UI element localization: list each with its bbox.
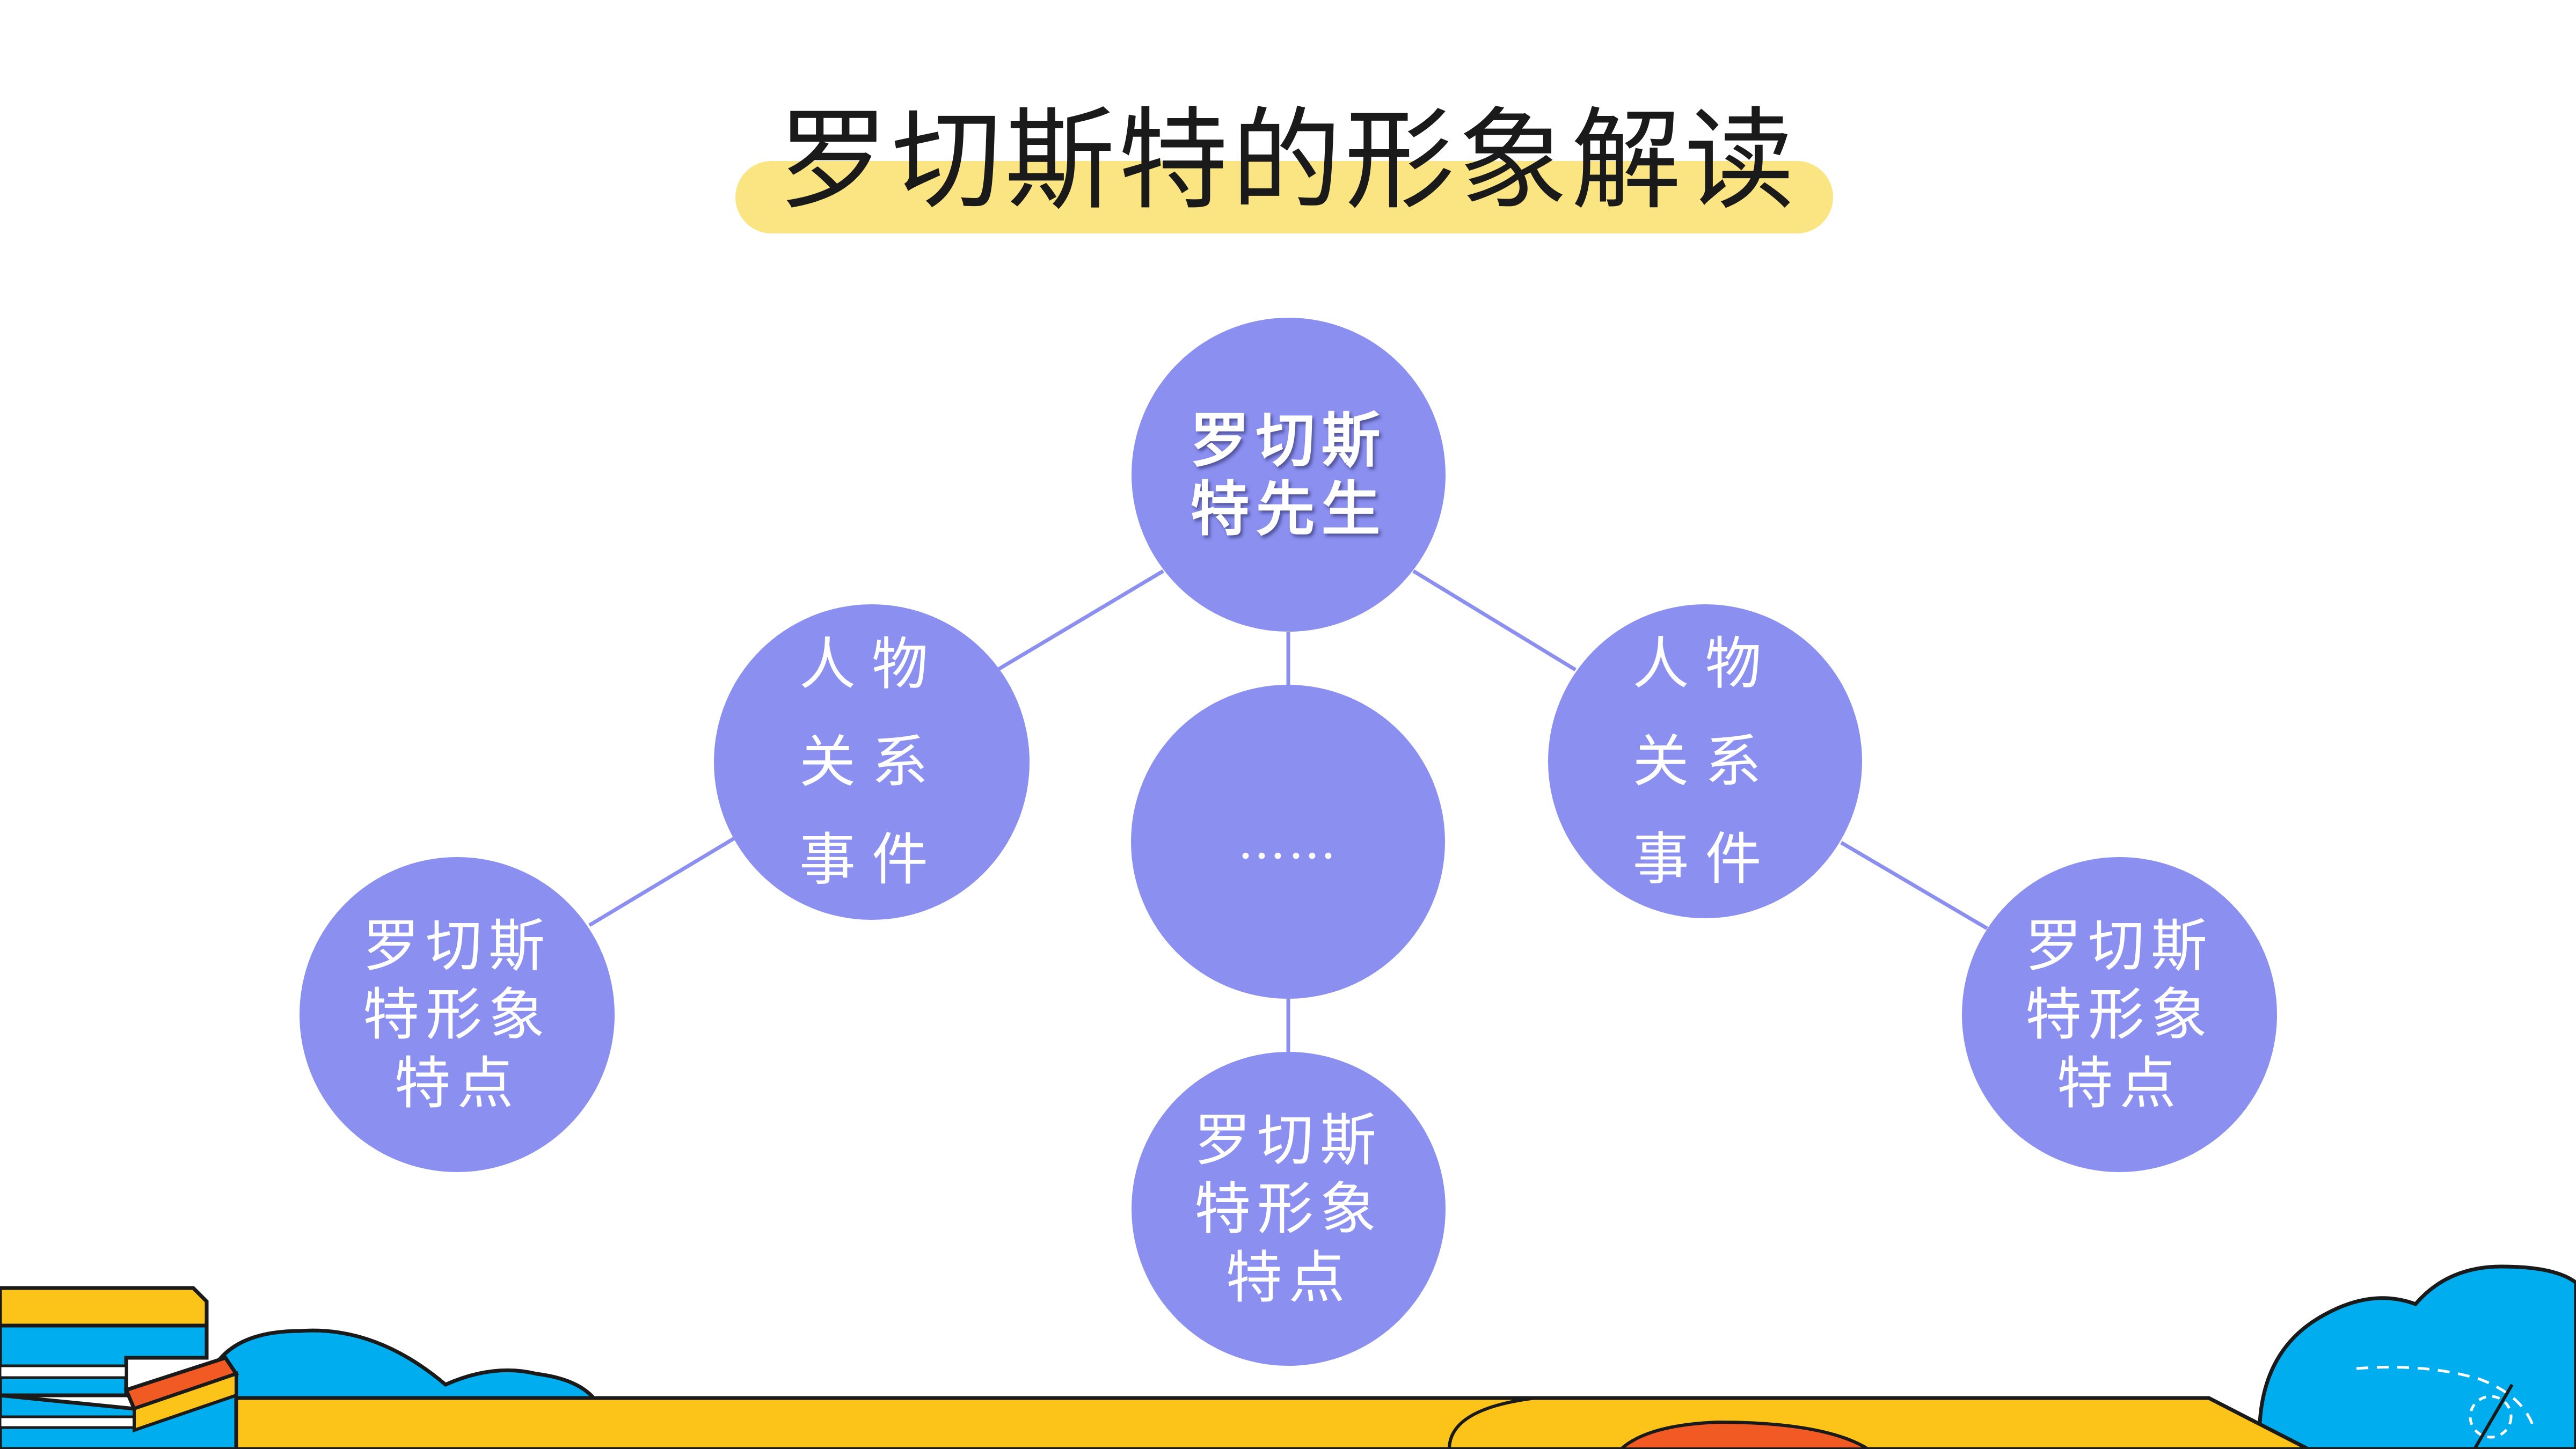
node-center: ……	[1131, 685, 1445, 999]
node-mid-left-label: 人物 关系 事件	[799, 632, 944, 892]
books-illustration	[0, 1286, 239, 1449]
connector-root-mid-right	[1412, 569, 1577, 671]
connector-mid-left-leaf-left	[588, 836, 735, 927]
connector-mid-right-leaf-right	[1840, 840, 1988, 931]
desk-illustration	[223, 1396, 2309, 1449]
node-mid-right-label: 人物 关系 事件	[1632, 631, 1778, 892]
node-leaf-right: 罗切斯 特形象 特点	[1962, 857, 2277, 1172]
cloud-right-illustration	[2257, 1264, 2576, 1449]
node-mid-right: 人物 关系 事件	[1548, 604, 1862, 918]
node-leaf-left: 罗切斯 特形象 特点	[300, 857, 615, 1172]
title-highlight	[735, 161, 1833, 233]
page-title: 罗切斯特的形象解读	[778, 97, 1798, 225]
connector-root-mid-left	[995, 569, 1164, 673]
node-leaf-center: 罗切斯 特形象 特点	[1132, 1052, 1446, 1366]
node-root-label: 罗切斯 特先生	[1190, 405, 1387, 544]
node-center-label: ……	[1237, 813, 1339, 870]
node-root: 罗切斯 特先生	[1132, 318, 1446, 632]
node-leaf-right-label: 罗切斯 特形象 特点	[2025, 913, 2214, 1116]
node-leaf-center-label: 罗切斯 特形象 特点	[1194, 1107, 1383, 1311]
node-mid-left: 人物 关系 事件	[714, 604, 1030, 920]
node-leaf-left-label: 罗切斯 特形象 特点	[362, 913, 551, 1116]
